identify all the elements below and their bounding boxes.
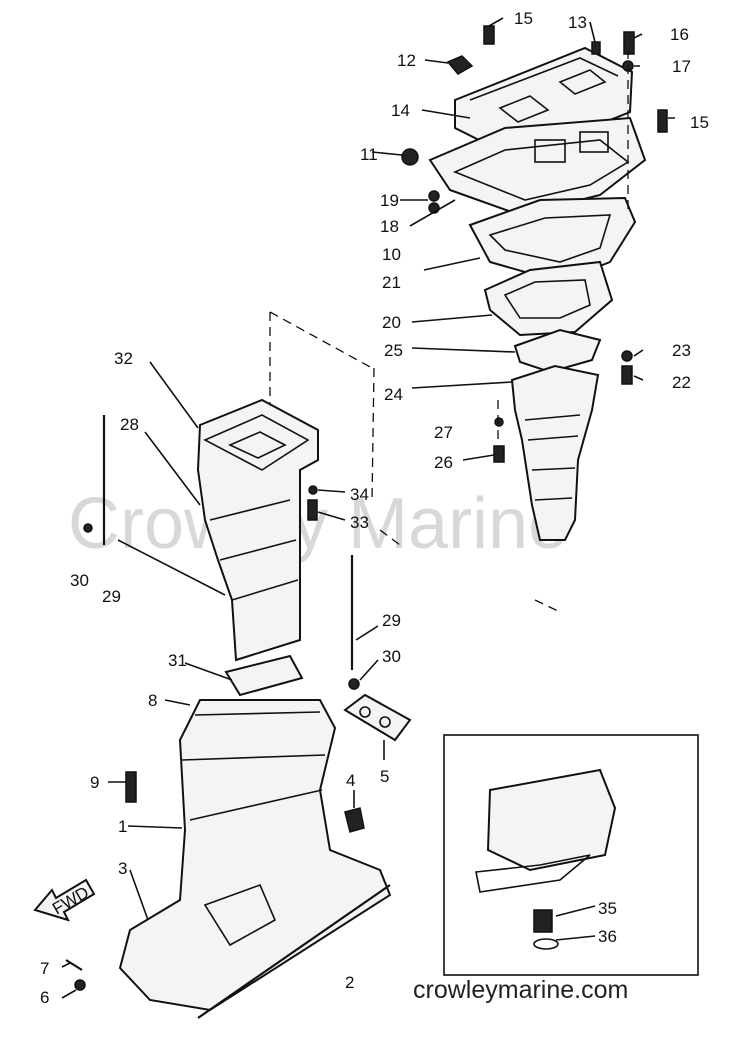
label-32: 32 <box>114 349 133 368</box>
label-30b: 30 <box>382 647 401 666</box>
part-number-labels: 1 2 3 4 5 6 7 8 9 10 11 12 13 14 15 15 1… <box>40 9 709 1007</box>
label-2: 2 <box>345 973 354 992</box>
label-22: 22 <box>672 373 691 392</box>
label-6: 6 <box>40 988 49 1007</box>
label-14: 14 <box>391 101 410 120</box>
label-1: 1 <box>118 817 127 836</box>
label-8: 8 <box>148 691 157 710</box>
label-36: 36 <box>598 927 617 946</box>
leader-lines <box>61 17 675 999</box>
drive-shaft-housing <box>65 693 412 1019</box>
label-27: 27 <box>434 423 453 442</box>
site-url[interactable]: crowleymarine.com <box>413 976 628 1004</box>
label-16: 16 <box>670 25 689 44</box>
label-23: 23 <box>672 341 691 360</box>
label-20: 20 <box>382 313 401 332</box>
label-7: 7 <box>40 959 49 978</box>
fwd-arrow: FWD <box>33 878 96 922</box>
label-5: 5 <box>380 767 389 786</box>
label-25: 25 <box>384 341 403 360</box>
label-9: 9 <box>90 773 99 792</box>
label-4: 4 <box>346 771 355 790</box>
watermark: Crowley Marine <box>68 484 568 564</box>
label-24: 24 <box>384 385 403 404</box>
label-10: 10 <box>382 245 401 264</box>
label-21: 21 <box>382 273 401 292</box>
label-15a: 15 <box>514 9 533 28</box>
label-31: 31 <box>168 651 187 670</box>
label-26: 26 <box>434 453 453 472</box>
label-34: 34 <box>350 485 369 504</box>
label-17: 17 <box>672 57 691 76</box>
label-13: 13 <box>568 13 587 32</box>
label-3: 3 <box>118 859 127 878</box>
label-19: 19 <box>380 191 399 210</box>
label-28: 28 <box>120 415 139 434</box>
label-35: 35 <box>598 899 617 918</box>
label-11: 11 <box>360 145 378 164</box>
small-hardware-top <box>401 25 668 463</box>
label-18: 18 <box>380 217 399 236</box>
label-30a: 30 <box>70 571 89 590</box>
label-29a: 29 <box>102 587 121 606</box>
upper-casing <box>83 398 360 697</box>
detail-inset <box>443 734 699 976</box>
upper-mount-plate-assembly <box>428 46 647 541</box>
label-12: 12 <box>397 51 416 70</box>
label-29b: 29 <box>382 611 401 630</box>
label-15b: 15 <box>690 113 709 132</box>
label-33: 33 <box>350 513 369 532</box>
